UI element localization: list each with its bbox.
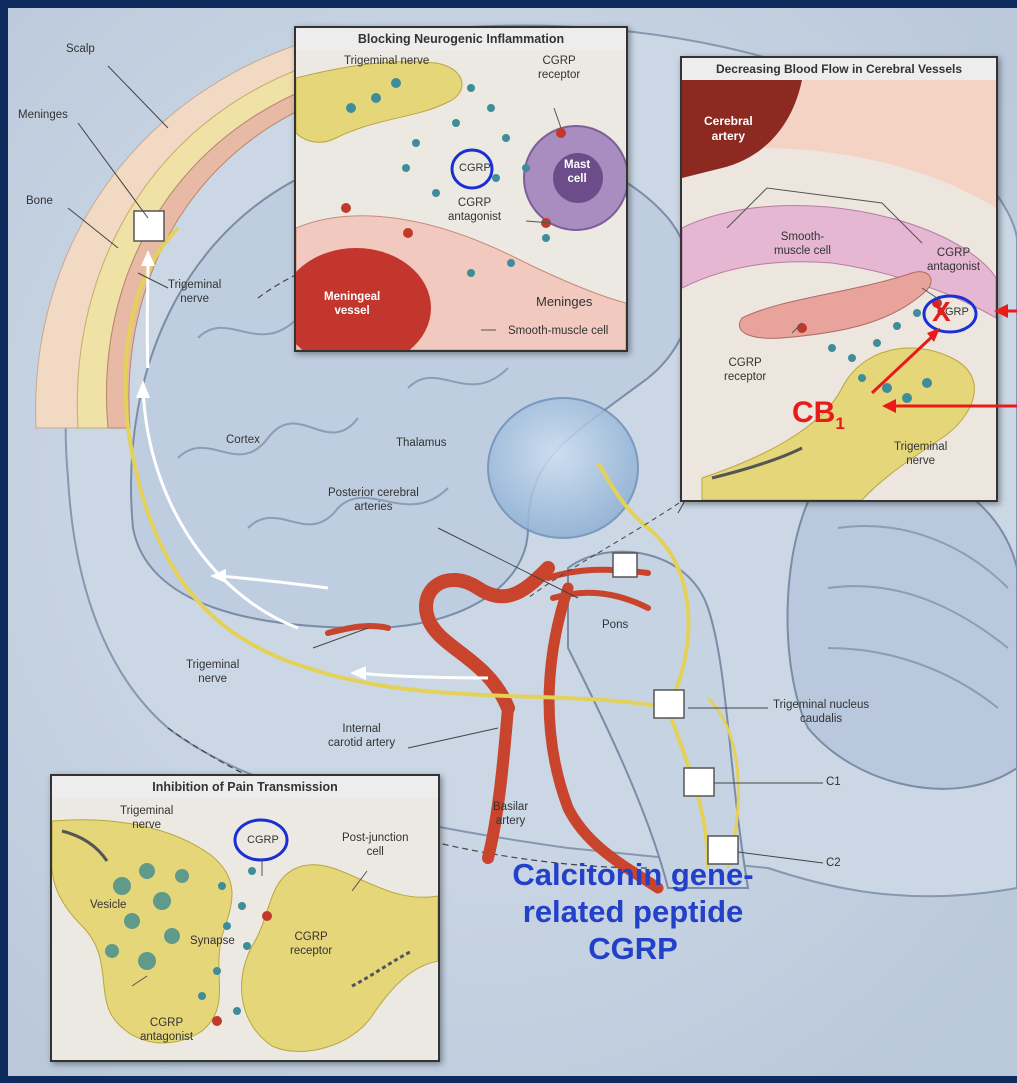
caption-line-3: CGRP xyxy=(433,930,833,967)
pain-label-cgrp-antagonist: CGRP antagonist xyxy=(140,1016,193,1045)
marker-box-nucleus xyxy=(654,690,684,718)
caption-line-2: related peptide xyxy=(433,893,833,930)
neuro-label-smooth-muscle-cell: Smooth-muscle cell xyxy=(508,324,608,338)
caption: Calcitonin gene- related peptide CGRP xyxy=(433,856,833,968)
diagram-canvas: Scalp Meninges Bone Trigeminal nerve Cor… xyxy=(8,8,1017,1076)
bf-label-trigeminal-nerve: Trigeminal nerve xyxy=(894,440,947,469)
caption-line-1: Calcitonin gene- xyxy=(433,856,833,893)
pain-label-cgrp-receptor: CGRP receptor xyxy=(290,930,332,959)
inset-pain-transmission: Inhibition of Pain Transmission xyxy=(50,774,440,1062)
signal-arrow-top xyxy=(147,258,148,368)
label-meninges: Meninges xyxy=(18,108,68,122)
neuro-label-mast-cell: Mast cell xyxy=(564,158,590,187)
pain-label-cgrp: CGRP xyxy=(247,834,279,848)
label-internal-carotid-artery: Internal carotid artery xyxy=(328,722,395,751)
pain-label-post-junction-cell: Post-junction cell xyxy=(342,831,408,860)
bf-label-smooth-muscle-cell: Smooth- muscle cell xyxy=(774,230,831,259)
label-scalp: Scalp xyxy=(66,42,95,56)
thalamus-shape xyxy=(488,398,638,538)
label-posterior-cerebral-arteries: Posterior cerebral arteries xyxy=(328,486,419,515)
cb1-label-main: CB xyxy=(792,396,835,429)
cb1-label-subscript: 1 xyxy=(835,414,844,433)
label-pons: Pons xyxy=(602,618,628,632)
neuro-label-meninges: Meninges xyxy=(536,294,592,310)
label-c1: C1 xyxy=(826,775,841,789)
inset-blood-flow: Decreasing Blood Flow in Cerebral Vessel… xyxy=(680,56,998,502)
bf-label-cgrp-receptor: CGRP receptor xyxy=(724,356,766,385)
neuro-label-trigeminal-nerve: Trigeminal nerve xyxy=(344,54,429,68)
neuro-label-cgrp-receptor: CGRP receptor xyxy=(538,54,580,83)
marker-box-c1 xyxy=(684,768,714,796)
cb1-label: CB1 xyxy=(792,396,845,434)
marker-box-vessel xyxy=(613,553,637,577)
marker-box-meninges xyxy=(134,211,164,241)
inset-pain-art xyxy=(52,776,438,1060)
bf-label-cerebral-artery: Cerebral artery xyxy=(704,114,753,144)
cerebellum xyxy=(788,463,1017,789)
neuro-label-cgrp: CGRP xyxy=(459,162,491,176)
label-cortex: Cortex xyxy=(226,433,260,447)
label-bone: Bone xyxy=(26,194,53,208)
inset-neurogenic-inflammation: Blocking Neurogenic Inflammation xyxy=(294,26,628,352)
pain-label-trigeminal-nerve: Trigeminal nerve xyxy=(120,804,173,833)
label-thalamus: Thalamus xyxy=(396,436,447,450)
blocked-x-mark: X xyxy=(932,296,951,328)
pain-label-synapse: Synapse xyxy=(190,934,235,948)
label-basilar-artery: Basilar artery xyxy=(493,800,528,829)
bf-label-cgrp-antagonist: CGRP antagonist xyxy=(927,246,980,275)
label-trigeminal-nucleus-caudalis: Trigeminal nucleus caudalis xyxy=(773,698,869,727)
pain-label-vesicle: Vesicle xyxy=(90,898,126,912)
label-trigeminal-nerve-mid: Trigeminal nerve xyxy=(186,658,239,687)
neuro-label-cgrp-antagonist: CGRP antagonist xyxy=(448,196,501,225)
label-trigeminal-nerve-top: Trigeminal nerve xyxy=(168,278,221,307)
neuro-label-meningeal-vessel: Meningeal vessel xyxy=(324,290,380,319)
